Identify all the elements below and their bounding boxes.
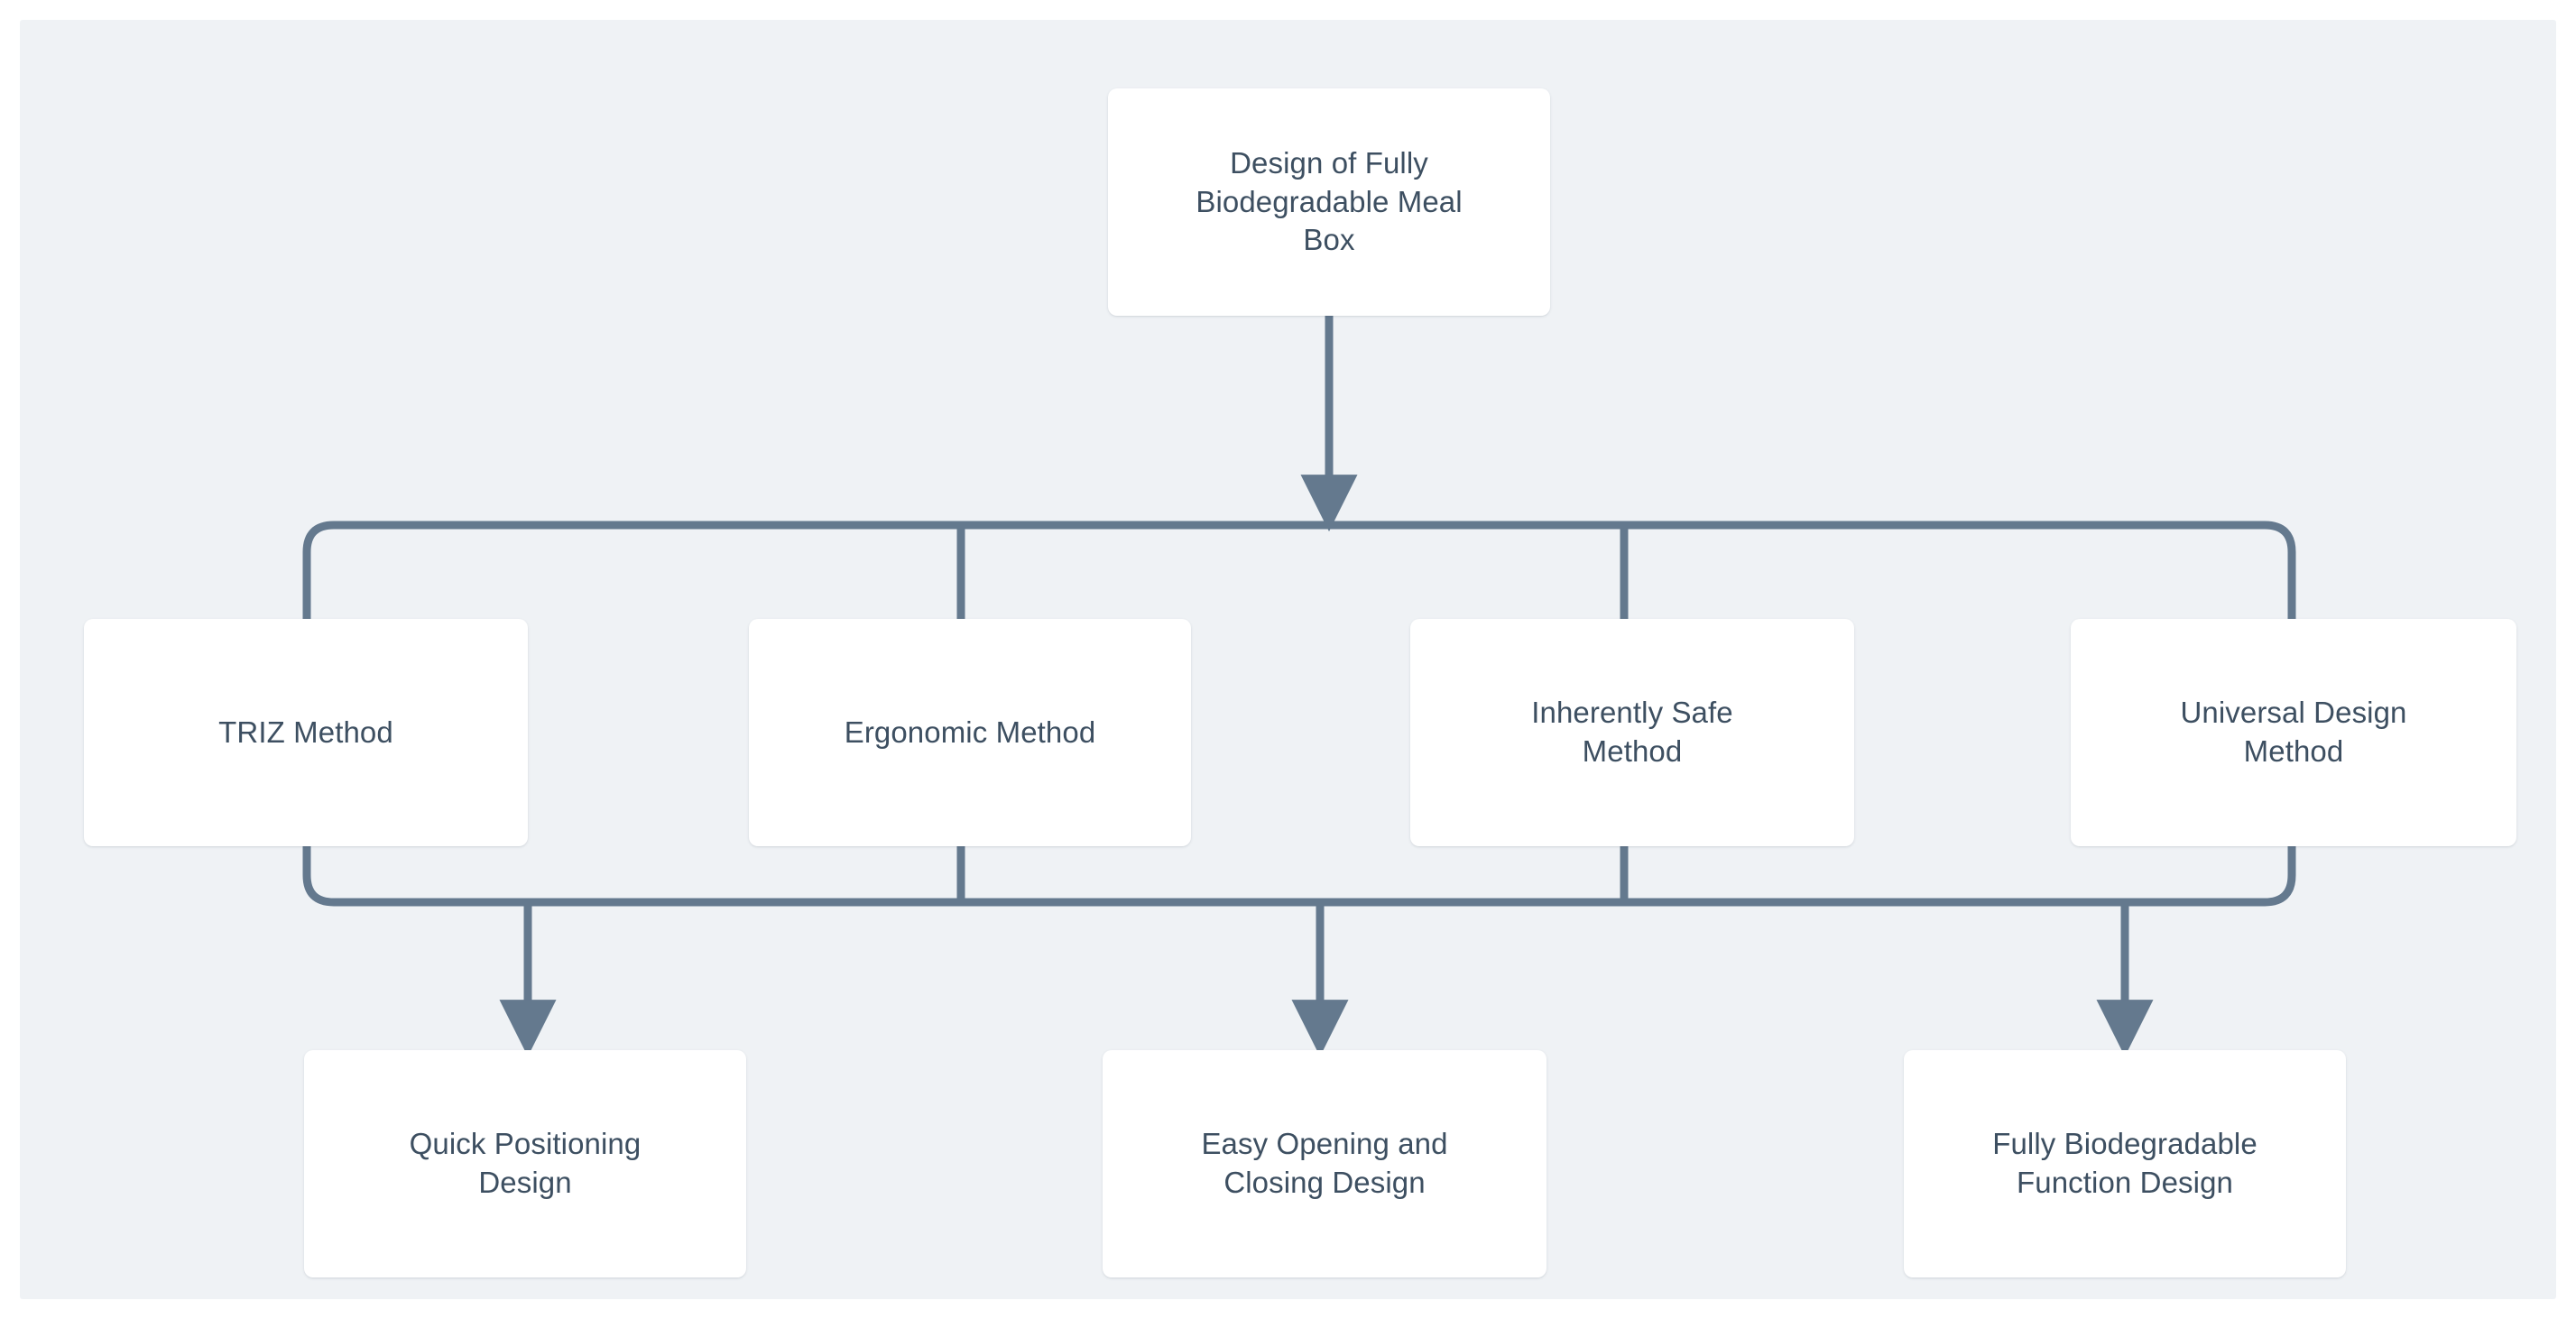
node-label: Ergonomic Method xyxy=(844,715,1096,749)
node-label: TRIZ Method xyxy=(218,715,393,749)
node-fully-biodegradable-function-design[interactable]: Fully Biodegradable Function Design xyxy=(1904,1050,2346,1277)
node-easy-opening-and-closing-design[interactable]: Easy Opening and Closing Design xyxy=(1103,1050,1547,1277)
node-quick-positioning-design[interactable]: Quick Positioning Design xyxy=(304,1050,746,1277)
node-label: Design of Fully Biodegradable Meal Box xyxy=(1196,145,1463,257)
node-label: Universal Design Method xyxy=(2180,696,2407,768)
node-label: Easy Opening and Closing Design xyxy=(1201,1127,1448,1199)
node-universal-design-method[interactable]: Universal Design Method xyxy=(2071,619,2516,846)
node-label: Inherently Safe Method xyxy=(1531,696,1733,768)
node-label: Fully Biodegradable Function Design xyxy=(1992,1127,2257,1199)
node-design-of-fully-biodegradable-meal-box[interactable]: Design of Fully Biodegradable Meal Box xyxy=(1108,88,1550,316)
node-ergonomic-method[interactable]: Ergonomic Method xyxy=(749,619,1191,846)
node-inherently-safe-method[interactable]: Inherently Safe Method xyxy=(1410,619,1854,846)
node-triz-method[interactable]: TRIZ Method xyxy=(84,619,528,846)
node-label: Quick Positioning Design xyxy=(409,1127,642,1199)
